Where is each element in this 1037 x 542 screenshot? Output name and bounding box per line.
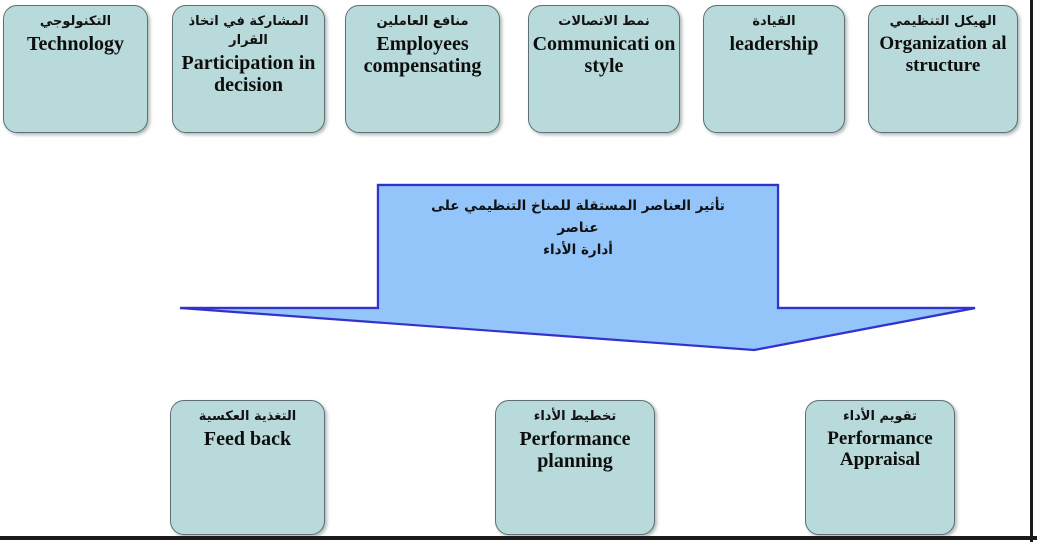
node-performance-appraisal-english-label: Performance Appraisal	[827, 427, 933, 471]
node-feed-back-arabic-label: التغذية العكسية	[198, 409, 297, 424]
arrow-caption-line-2: عناصر	[557, 219, 599, 236]
node-feed-back[interactable]: التغذية العكسية Feed back	[170, 400, 325, 535]
node-participation-in-decision[interactable]: المشاركة في اتخاذ القرار Participation i…	[172, 5, 325, 133]
node-performance-appraisal-arabic-label: تقويم الأداء	[843, 409, 917, 424]
node-performance-planning-english-label: Performance planning	[519, 427, 631, 473]
node-communication-style[interactable]: نمط الاتصالات Communicati on style	[528, 5, 680, 133]
node-leadership-arabic-label: القيادة	[752, 14, 796, 29]
node-leadership-english-label: leadership	[729, 32, 819, 55]
node-organizational-structure[interactable]: الهيكل التنظيمي Organization al structur…	[868, 5, 1018, 133]
downward-flow-arrow: تأثير العناصر المستقلة للمناخ التنظيمي ع…	[176, 182, 980, 354]
node-employees-compensating-arabic-label: منافع العاملين	[376, 14, 469, 29]
node-employees-compensating[interactable]: منافع العاملين Employees compensating	[345, 5, 500, 133]
arrow-caption-line-3: أدارة الأداء	[543, 241, 613, 258]
arrow-caption-line-1: تأثير العناصر المستقلة للمناخ التنظيمي ع…	[431, 198, 725, 214]
node-communication-style-english-label: Communicati on style	[532, 32, 676, 78]
node-employees-compensating-english-label: Employees compensating	[363, 32, 482, 78]
node-performance-planning-arabic-label: تخطيط الأداء	[533, 409, 617, 424]
arrow-caption: تأثير العناصر المستقلة للمناخ التنظيمي ع…	[380, 196, 776, 262]
node-technology[interactable]: التكنولوجي Technology	[3, 5, 148, 133]
node-organizational-structure-english-label: Organization al structure	[879, 32, 1007, 77]
frame-right-border	[1030, 0, 1033, 542]
frame-bottom-border	[0, 536, 1037, 540]
node-communication-style-arabic-label: نمط الاتصالات	[558, 14, 650, 29]
node-participation-in-decision-english-label: Participation in decision	[181, 51, 316, 97]
node-feed-back-english-label: Feed back	[203, 427, 292, 450]
node-performance-planning[interactable]: تخطيط الأداء Performance planning	[495, 400, 655, 535]
node-performance-appraisal[interactable]: تقويم الأداء Performance Appraisal	[805, 400, 955, 535]
node-technology-english-label: Technology	[26, 32, 125, 55]
node-organizational-structure-arabic-label: الهيكل التنظيمي	[889, 14, 997, 29]
node-leadership[interactable]: القيادة leadership	[703, 5, 845, 133]
downward-flow-arrow-shape	[179, 183, 976, 352]
node-technology-arabic-label: التكنولوجي	[39, 14, 112, 29]
node-participation-in-decision-arabic-label: المشاركة في اتخاذ القرار	[188, 14, 309, 48]
